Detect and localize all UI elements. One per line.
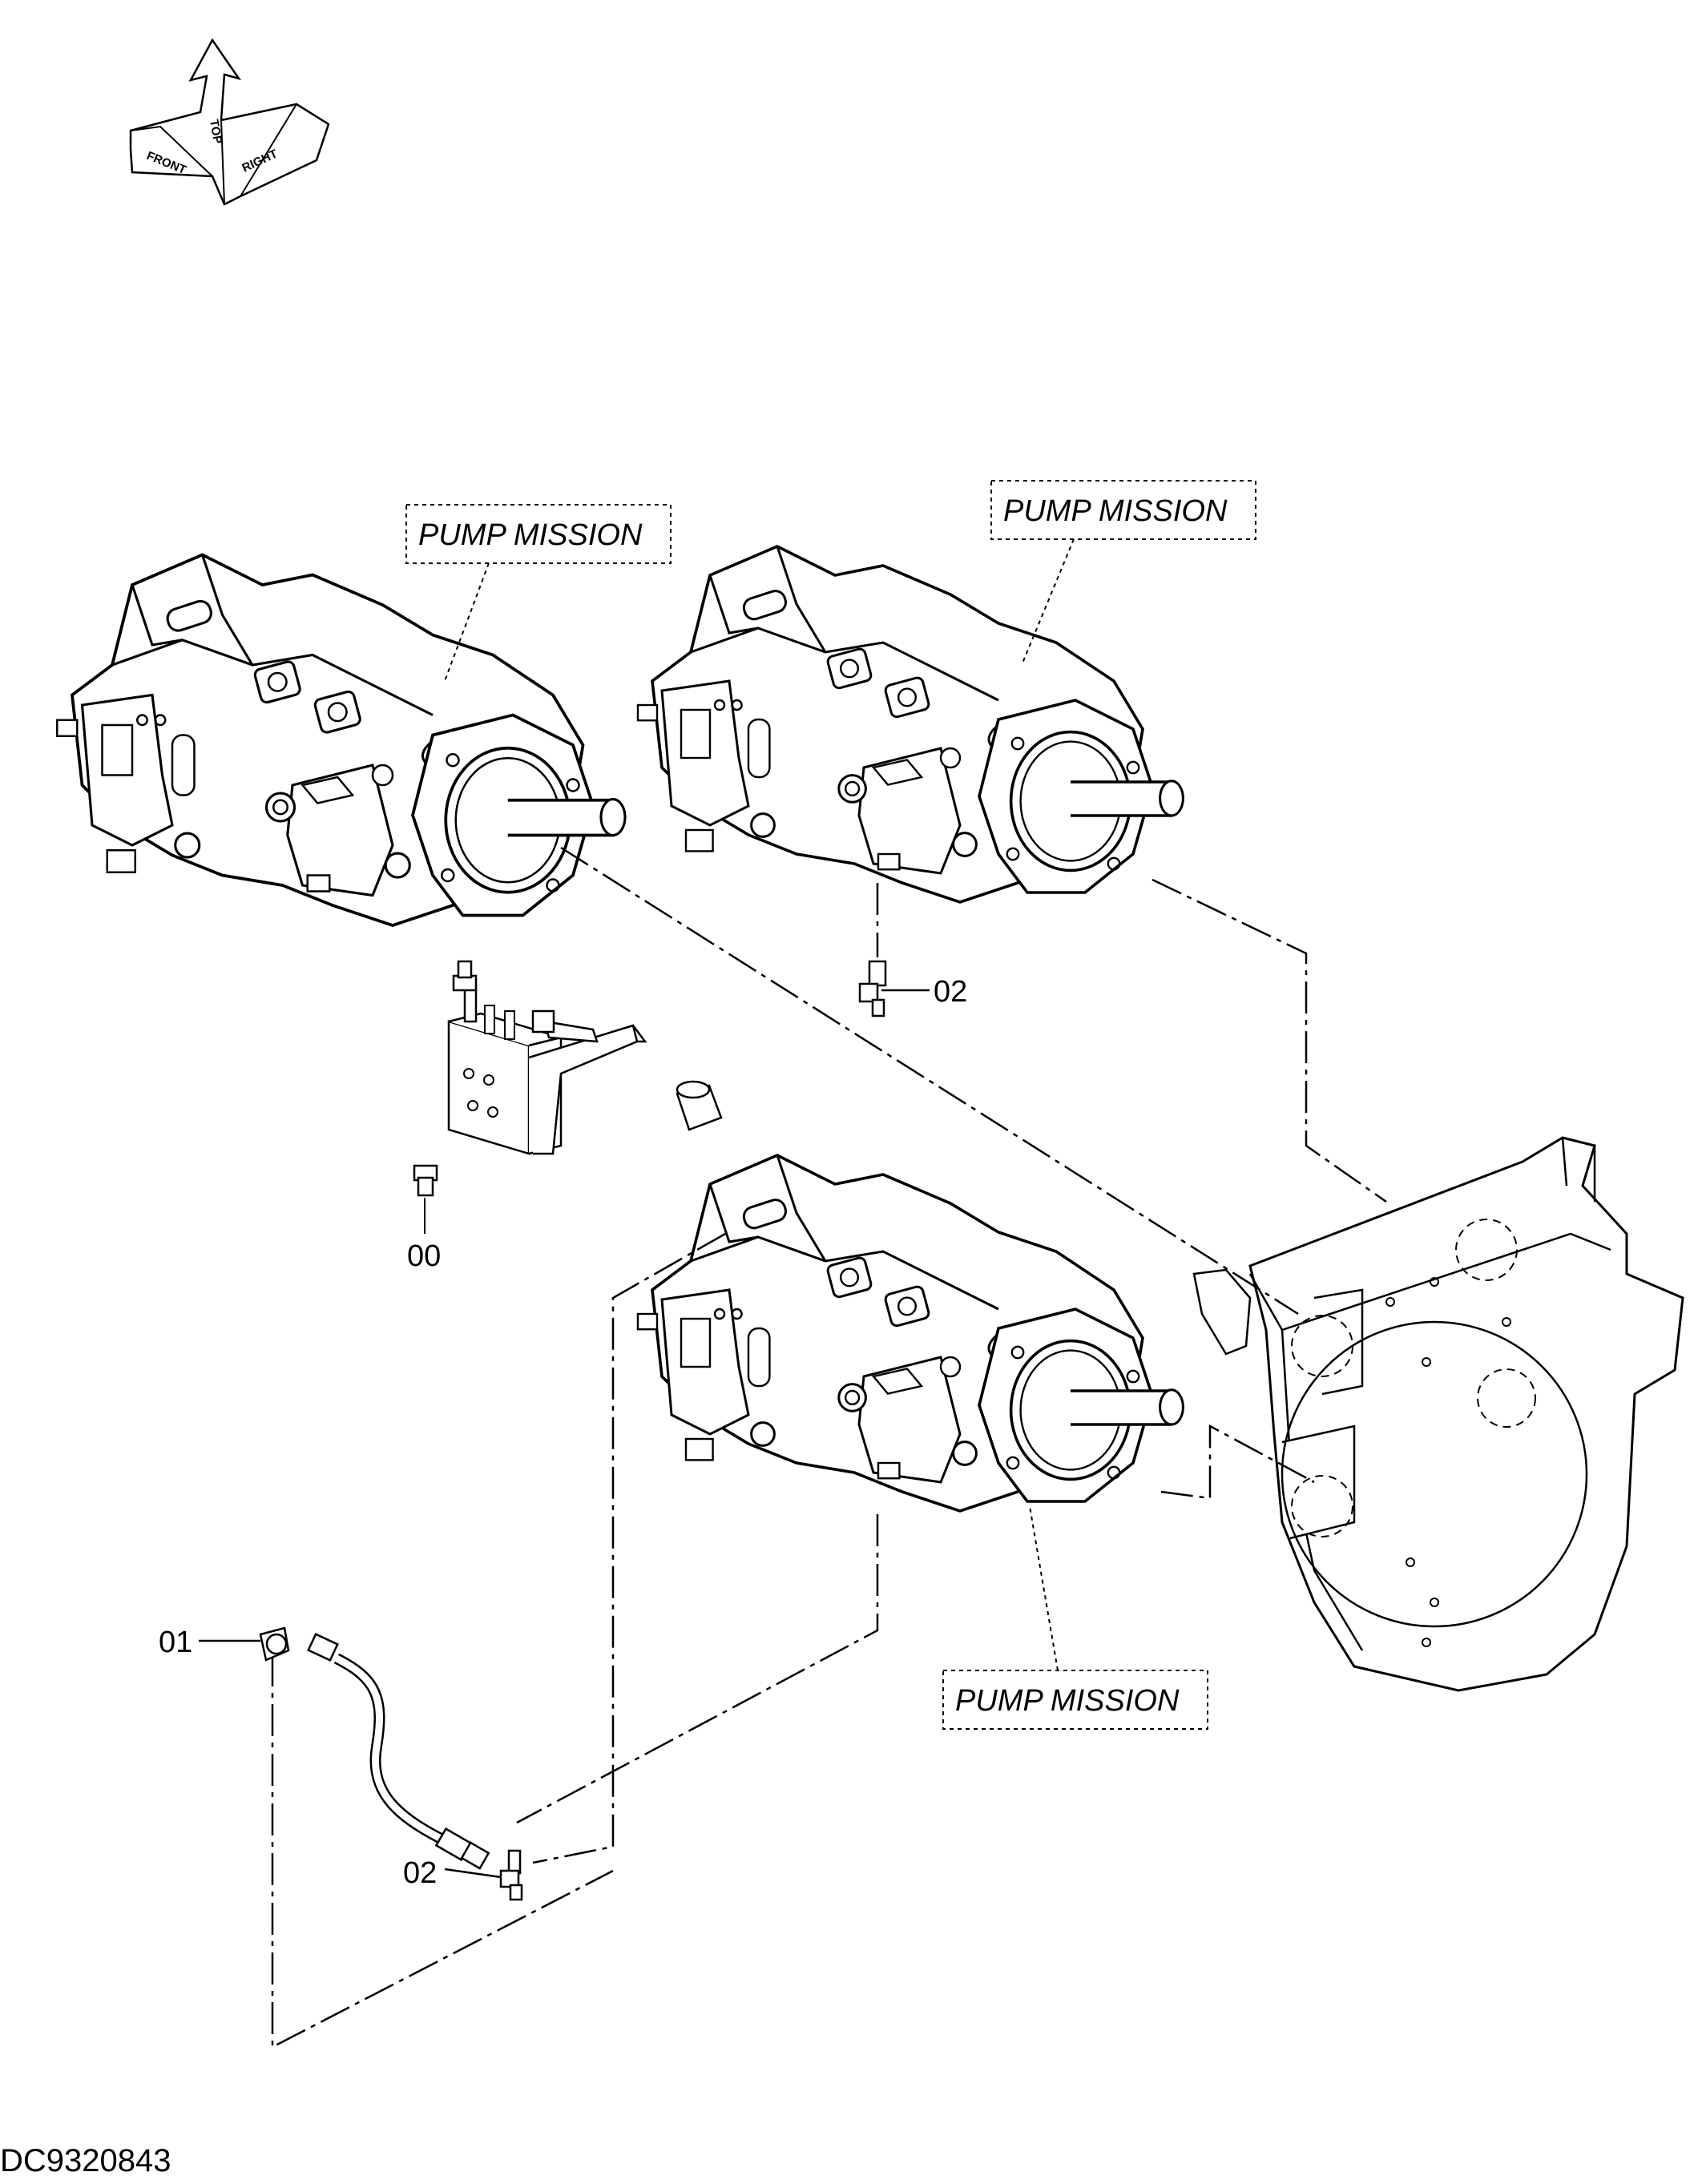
drawing-id: DC9320843 [0, 2143, 171, 2178]
reference-label-lower: PUMP MISSION [942, 1505, 1208, 1730]
reference-label-upper-left: PUMP MISSION [405, 504, 672, 682]
part-number-02-lower: 02 [403, 1856, 437, 1890]
reference-label-upper-right: PUMP MISSION [990, 480, 1256, 666]
reference-label-text: PUMP MISSION [418, 518, 643, 552]
part-number-02-upper: 02 [934, 975, 967, 1009]
pump-assembly-upper-right [636, 545, 1185, 904]
part-number-00: 00 [407, 1239, 441, 1273]
bracket-icon [413, 960, 723, 1234]
pump-assembly-upper-left [55, 553, 627, 927]
engine-housing-icon [1192, 1136, 1684, 1692]
reference-label-text: PUMP MISSION [955, 1684, 1180, 1718]
orientation-arrow-icon: FRONT TOP RIGHT [129, 38, 330, 206]
fitting-icon [858, 960, 887, 1017]
hose-assembly-icon [259, 1626, 523, 1901]
assembly-lines [271, 846, 1387, 2049]
orientation-top-label: TOP [207, 119, 224, 145]
reference-label-text: PUMP MISSION [1003, 494, 1228, 528]
pump-assembly-middle [636, 1154, 1185, 1513]
part-number-01: 01 [159, 1626, 192, 1659]
leader-line-02-lower [444, 1868, 502, 1879]
